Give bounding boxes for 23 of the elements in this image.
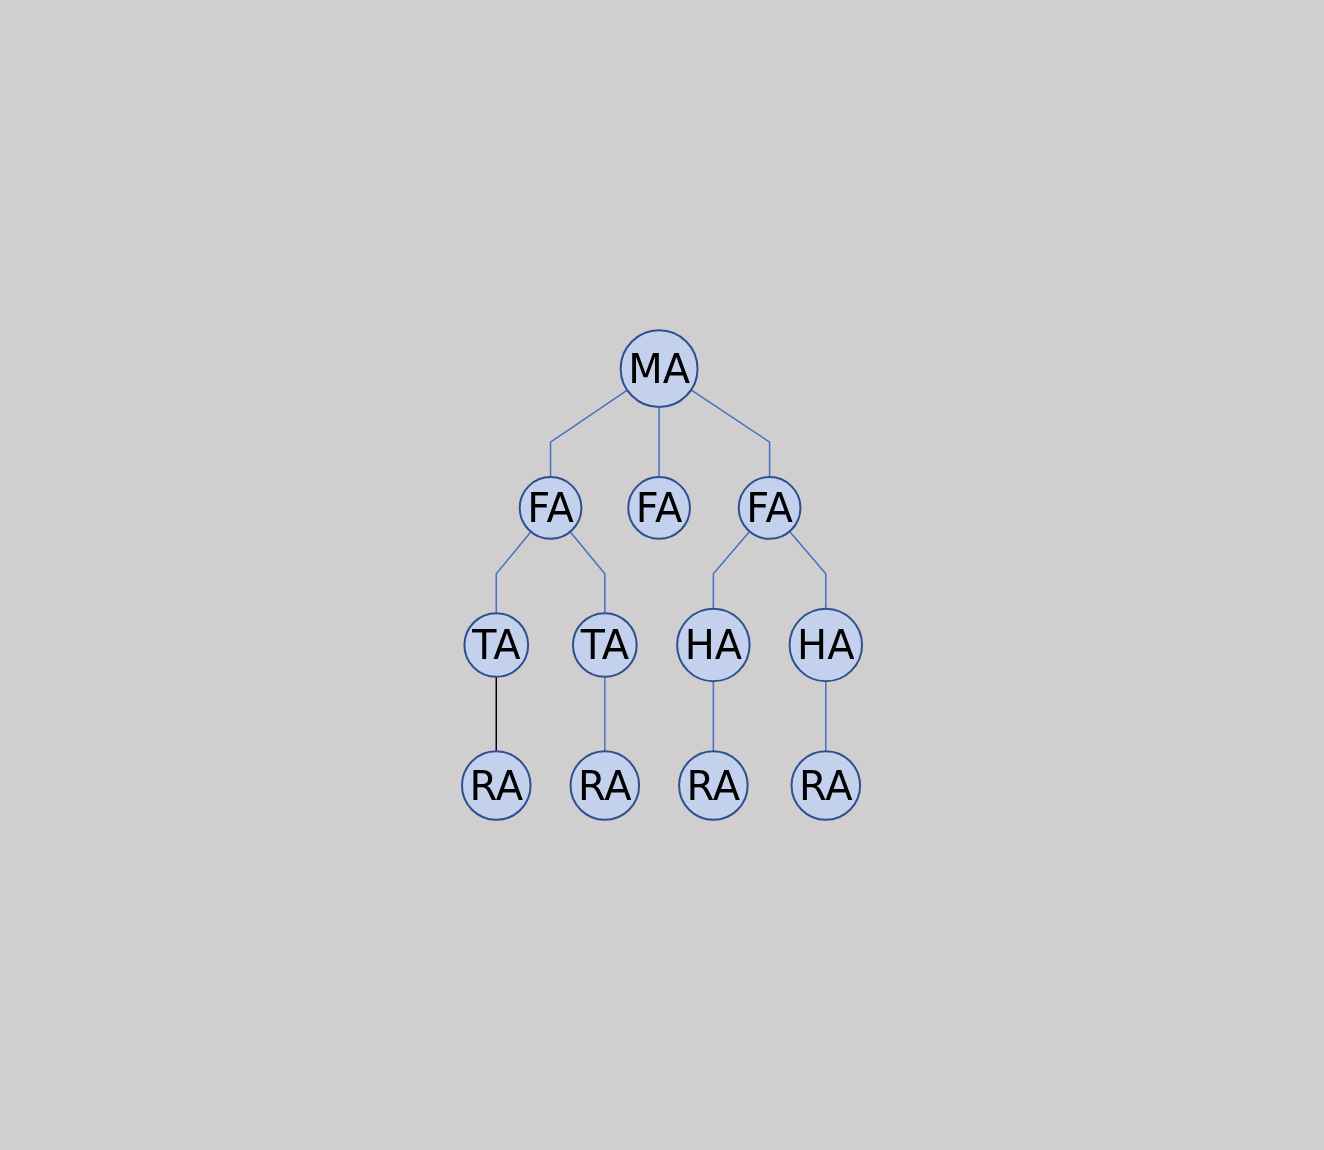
node-circle: HA [676, 607, 751, 683]
connector [690, 389, 771, 478]
connector [549, 389, 628, 478]
node-circle: TA [571, 612, 638, 678]
node-circle: RA [460, 750, 532, 821]
node-circle: MA [619, 329, 699, 409]
node-circle: FA [627, 476, 691, 540]
connector [712, 530, 751, 610]
connector [658, 406, 660, 478]
connector [495, 531, 532, 614]
connector [569, 531, 606, 614]
node-circle: RA [569, 750, 641, 821]
node-circle: HA [788, 607, 863, 683]
node-circle: FA [737, 476, 802, 540]
node-circle: TA [463, 612, 530, 678]
connector [495, 676, 497, 752]
connector [825, 680, 827, 752]
node-circle: FA [518, 476, 583, 540]
node-circle: RA [790, 750, 862, 821]
connector [712, 680, 715, 752]
connector [788, 530, 827, 610]
connector [604, 676, 606, 752]
node-circle: RA [678, 750, 749, 821]
